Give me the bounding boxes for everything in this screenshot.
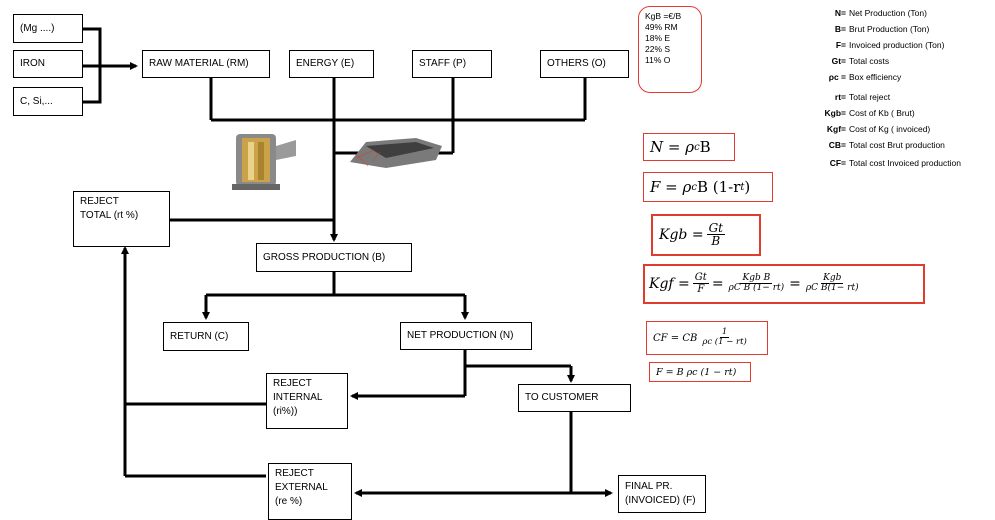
legend-symbol: Gt= (831, 56, 846, 66)
staff-box: STAFF (P) (412, 50, 492, 78)
legend-text: Total cost Invoiced production (849, 158, 961, 168)
furnace-image (232, 134, 296, 190)
input-csi-box: C, Si,... (13, 87, 83, 116)
others-box: OTHERS (O) (540, 50, 629, 78)
legend-text: Total reject (849, 92, 891, 102)
cost-breakdown-note: KgB =€/B 49% RM 18% E 22% S 11% O (638, 6, 702, 93)
casting-line-image (350, 138, 442, 168)
input-iron-box: IRON (13, 50, 83, 78)
reject-internal-box: REJECT INTERNAL (ri%)) (266, 373, 348, 429)
legend-text: Cost of Kb ( Brut) (849, 108, 915, 118)
legend-text: Total cost Brut production (849, 140, 945, 150)
legend-text: Invoiced production (Ton) (849, 40, 945, 50)
input-mg-box: (Mg ....) (13, 14, 83, 43)
legend-symbol: N= (834, 8, 846, 18)
legend-symbol: Kgb= (824, 108, 847, 118)
gross-production-box: GROSS PRODUCTION (B) (256, 243, 412, 272)
final-production-box: FINAL PR. (INVOICED) (F) (618, 475, 706, 513)
legend-symbol: CF= (829, 158, 846, 168)
energy-box: ENERGY (E) (289, 50, 374, 78)
legend-text: Brut Production (Ton) (849, 24, 930, 34)
legend-symbol: CB= (828, 140, 846, 150)
legend-symbol: rt= (834, 92, 846, 102)
legend-text: Net Production (Ton) (849, 8, 927, 18)
raw-material-box: RAW MATERIAL (RM) (142, 50, 270, 78)
legend-text: Box efficiency (849, 72, 902, 82)
to-customer-box: TO CUSTOMER (518, 384, 631, 412)
return-box: RETURN (C) (163, 322, 249, 351)
reject-total-box: REJECT TOTAL (rt %) (73, 191, 170, 247)
legend-symbol: Kgf= (826, 124, 846, 134)
formula-invoiced-short: F = B ρc (1 − rt) (649, 362, 751, 382)
legend-text: Total costs (849, 56, 890, 66)
legend-symbol: F= (835, 40, 846, 50)
net-production-box: NET PRODUCTION (N) (400, 322, 532, 350)
reject-external-box: REJECT EXTERNAL (re %) (268, 463, 352, 520)
legend-symbol: ρc = (828, 72, 846, 82)
legend-text: Cost of Kg ( invoiced) (849, 124, 931, 134)
legend-symbol: B= (834, 24, 846, 34)
